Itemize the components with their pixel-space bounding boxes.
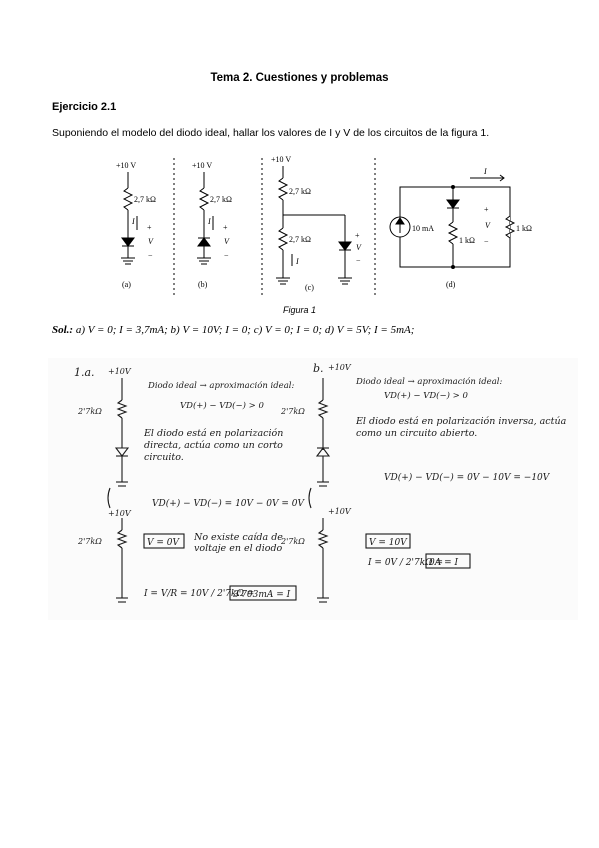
svg-text:V: V xyxy=(485,221,491,230)
solution-prefix: Sol.: xyxy=(52,324,74,336)
solution-text: a) V = 0; I = 3,7mA; b) V = 10V; I = 0; … xyxy=(75,324,415,336)
svg-text:V = 10V: V = 10V xyxy=(369,538,408,548)
solution-line: Sol.: a) V = 0; I = 3,7mA; b) V = 10V; I… xyxy=(52,324,414,336)
svg-text:VD(+) − VD(−) = 0V − 10V = −10: VD(+) − VD(−) = 0V − 10V = −10V xyxy=(384,472,551,483)
svg-text:VD(+) − VD(−) > 0: VD(+) − VD(−) > 0 xyxy=(180,400,264,411)
svg-text:+10 V: +10 V xyxy=(192,161,212,170)
hand-b-text1: El diodo está en polarización inversa, a… xyxy=(356,416,567,439)
svg-text:2,7 kΩ: 2,7 kΩ xyxy=(289,235,311,244)
svg-text:(b): (b) xyxy=(198,280,208,289)
svg-text:I: I xyxy=(207,217,211,226)
svg-text:V = 0V: V = 0V xyxy=(147,538,180,548)
svg-text:3'703mA = I: 3'703mA = I xyxy=(233,590,291,600)
svg-text:2'7kΩ: 2'7kΩ xyxy=(77,407,102,416)
svg-text:I = 0V / 2'7kΩ =: I = 0V / 2'7kΩ = xyxy=(367,558,443,568)
svg-text:V: V xyxy=(148,237,154,246)
problem-statement: Suponiendo el modelo del diodo ideal, ha… xyxy=(52,127,490,139)
svg-text:−: − xyxy=(148,251,153,260)
svg-text:1.a.: 1.a. xyxy=(74,366,95,379)
svg-text:V: V xyxy=(356,243,362,252)
handwritten-solution: 1.a. +10V 2'7kΩ Diodo ideal → aproximaci… xyxy=(48,358,578,620)
svg-text:−: − xyxy=(484,237,489,246)
svg-text:2'7kΩ: 2'7kΩ xyxy=(280,407,305,416)
svg-text:b.: b. xyxy=(313,362,324,375)
svg-text:+: + xyxy=(355,231,360,240)
hand-a-text2: No existe caída de voltaje en el diodo xyxy=(194,532,283,554)
circuit-b xyxy=(197,172,214,265)
svg-text:1 kΩ: 1 kΩ xyxy=(516,224,532,233)
svg-text:1 kΩ: 1 kΩ xyxy=(459,236,475,245)
svg-text:+: + xyxy=(147,223,152,232)
svg-text:Diodo ideal → aproximación ide: Diodo ideal → aproximación ideal: xyxy=(355,376,502,387)
svg-text:VD(+) − VD(−) = 10V − 0V = 0V: VD(+) − VD(−) = 10V − 0V = 0V xyxy=(152,498,306,509)
svg-text:(d): (d) xyxy=(446,280,456,289)
svg-text:−: − xyxy=(356,256,361,265)
svg-text:Diodo ideal → aproximación ide: Diodo ideal → aproximación ideal: xyxy=(147,380,294,391)
svg-text:I: I xyxy=(131,217,135,226)
svg-text:I = V/R = 10V / 2'7kΩ =: I = V/R = 10V / 2'7kΩ = xyxy=(143,589,254,599)
svg-text:I: I xyxy=(295,257,299,266)
svg-text:10 mA: 10 mA xyxy=(412,224,434,233)
svg-text:+10V: +10V xyxy=(108,367,132,376)
svg-text:+10V: +10V xyxy=(328,507,352,516)
svg-text:+10 V: +10 V xyxy=(271,155,291,164)
svg-text:−: − xyxy=(224,251,229,260)
svg-text:2,7 kΩ: 2,7 kΩ xyxy=(134,195,156,204)
svg-text:+10V: +10V xyxy=(328,363,352,372)
svg-text:I: I xyxy=(483,167,487,176)
svg-text:V: V xyxy=(224,237,230,246)
svg-text:+: + xyxy=(223,223,228,232)
circuit-c xyxy=(276,166,352,285)
svg-text:2'7kΩ: 2'7kΩ xyxy=(77,537,102,546)
svg-text:2'7kΩ: 2'7kΩ xyxy=(280,537,305,546)
exercise-heading: Ejercicio 2.1 xyxy=(52,101,117,113)
svg-text:+10V: +10V xyxy=(108,509,132,518)
svg-text:(a): (a) xyxy=(122,280,131,289)
svg-text:2,7 kΩ: 2,7 kΩ xyxy=(289,187,311,196)
figure-caption: Figura 1 xyxy=(282,305,317,315)
svg-text:+10 V: +10 V xyxy=(116,161,136,170)
svg-text:+: + xyxy=(484,205,489,214)
circuit-d xyxy=(389,174,516,269)
svg-text:2,7 kΩ: 2,7 kΩ xyxy=(210,195,232,204)
svg-text:(c): (c) xyxy=(305,283,314,292)
figure-1-circuits: +10 V 2,7 kΩ I + V − (a) +10 V 2,7 kΩ I … xyxy=(116,155,532,298)
svg-text:VD(+) − VD(−) > 0: VD(+) − VD(−) > 0 xyxy=(384,390,468,401)
svg-text:0A = I: 0A = I xyxy=(429,558,458,568)
page-title: Tema 2. Cuestiones y problemas xyxy=(210,72,389,84)
hand-a-text1: El diodo está en polarización directa, a… xyxy=(144,428,284,463)
circuit-a xyxy=(121,172,138,265)
